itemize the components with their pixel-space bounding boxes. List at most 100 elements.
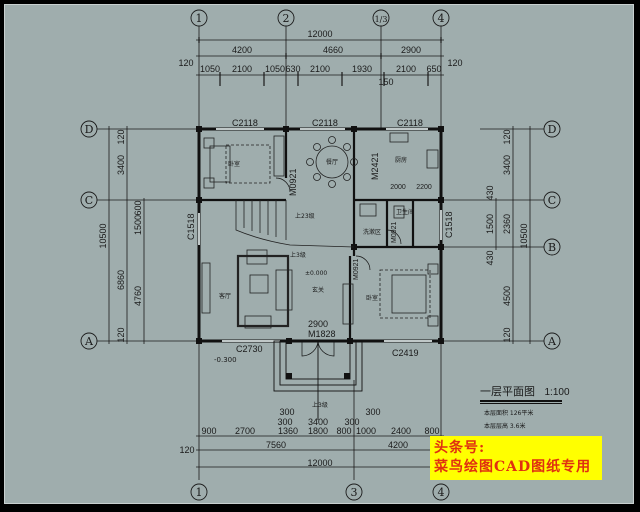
dim-top-d3: 1050 [265, 64, 285, 74]
room-label-foyer: 玄关 [312, 286, 324, 294]
door-label-3: M1828 [308, 329, 336, 339]
dim-top-150: 150 [378, 77, 393, 87]
dim-top-d4: 630 [285, 64, 300, 74]
dim-bot-mid-2: 4200 [388, 440, 408, 450]
watermark-banner: 头条号: 菜鸟绘图CAD图纸专用 [430, 436, 602, 480]
svg-text:C: C [548, 194, 556, 207]
axis-bubble-B-right [543, 238, 561, 256]
svg-text:A: A [547, 335, 557, 348]
porch-up-label: 上3级 [312, 401, 328, 409]
dim-bot-d5: 800 [336, 426, 351, 436]
dim-porch-1: 300 [279, 407, 294, 417]
dim-interior-2000: 2000 [390, 184, 406, 191]
dim-bot-d2: 2700 [235, 426, 255, 436]
window-label-5: C1518 [444, 211, 454, 238]
dim-top-d8: 650 [426, 64, 441, 74]
dim-interior-2900: 2900 [308, 319, 328, 329]
drawing-title-block: 一层平面图 1:100 本层面积 126平米 本层层高 3.6米 [480, 383, 570, 430]
svg-text:1: 1 [196, 486, 203, 499]
door-label-5: M0921 [353, 258, 360, 280]
dim-right-120b: 120 [502, 327, 512, 342]
title-underline-thin [480, 403, 562, 404]
dim-top-d7: 2100 [396, 64, 416, 74]
outside-level-label: -0.300 [214, 356, 237, 364]
window-label-3: C2118 [397, 118, 423, 128]
dim-left-120a: 120 [116, 129, 126, 144]
floor-level-label: ±0.000 [305, 270, 327, 277]
dim-bot-total: 12000 [307, 458, 332, 468]
dim-top-mid-3: 2900 [401, 45, 421, 55]
dim-left-3400: 3400 [116, 155, 126, 175]
dim-top-total: 12000 [307, 29, 332, 39]
dim-bot-d4: 1800 [308, 426, 328, 436]
window-label-1: C2118 [232, 118, 258, 128]
axis-bubble-C-left [80, 191, 98, 209]
room-label-wash-area: 洗漱区 [363, 228, 381, 236]
drawing-title: 一层平面图 [480, 385, 535, 398]
dim-porch-4: 300 [344, 417, 359, 427]
dim-bot-d6: 1000 [356, 426, 376, 436]
drawing-scale: 1:100 [544, 387, 570, 398]
dim-right-3400: 3400 [502, 155, 512, 175]
dim-bot-d7: 2400 [391, 426, 411, 436]
room-label-dining: 餐厅 [326, 158, 338, 166]
dim-porch-5: 300 [365, 407, 380, 417]
stair-up3-label: 上3级 [290, 251, 306, 259]
dim-top-mid-2: 4660 [323, 45, 343, 55]
dim-left-4760: 4760 [133, 286, 143, 306]
svg-text:B: B [548, 241, 556, 254]
dim-right-total: 10500 [519, 223, 529, 248]
axis-bubble-4-bottom [432, 483, 450, 501]
window-label-7: C2419 [392, 348, 419, 358]
door-label-2: M2421 [370, 152, 380, 180]
area-note: 本层面积 126平米 [484, 410, 534, 417]
dim-porch-2: 300 [277, 417, 292, 427]
room-label-bedroom-south: 卧室 [366, 294, 378, 302]
dim-left-total: 10500 [98, 223, 108, 248]
dim-interior-2200: 2200 [416, 184, 432, 191]
dim-porch-3: 3400 [308, 417, 328, 427]
stair-up-label: 上23级 [295, 212, 315, 220]
svg-text:2: 2 [283, 12, 290, 25]
svg-text:C: C [85, 194, 93, 207]
axis-bubble-4 [432, 9, 450, 27]
door-label-4: M0921 [391, 221, 398, 243]
dim-bot-d8: 800 [424, 426, 439, 436]
dim-top-d1: 1050 [200, 64, 220, 74]
dim-left-600: 600 [133, 200, 143, 215]
dim-bot-d1: 900 [201, 426, 216, 436]
axis-bubble-D-right [543, 120, 561, 138]
window-label-6: C2730 [236, 344, 263, 354]
svg-text:1: 1 [196, 12, 203, 25]
room-label-living-room: 客厅 [219, 292, 231, 300]
watermark-line-2: 菜鸟绘图CAD图纸专用 [434, 459, 592, 475]
dim-right-4500: 4500 [502, 286, 512, 306]
svg-text:1/3: 1/3 [375, 15, 388, 24]
dim-right-120a: 120 [502, 129, 512, 144]
window-label-4: C1518 [186, 213, 196, 240]
dim-left-6860: 6860 [116, 270, 126, 290]
dim-top-d2: 2100 [232, 64, 252, 74]
axis-bubble-1-3 [372, 9, 390, 27]
svg-text:A: A [84, 335, 94, 348]
dim-top-d5: 2100 [310, 64, 330, 74]
axis-bubble-1 [190, 9, 208, 27]
room-label-bathroom: 卫生间 [396, 208, 414, 216]
room-label-kitchen: 厨房 [395, 156, 407, 164]
svg-text:D: D [548, 123, 557, 136]
dim-right-1500: 1500 [485, 214, 495, 234]
dim-left-1500: 1500 [133, 215, 143, 235]
dim-left-120b: 120 [116, 327, 126, 342]
dim-bot-side: 120 [179, 445, 194, 455]
svg-text:3: 3 [351, 486, 358, 499]
dim-bot-mid-1: 7560 [266, 440, 286, 450]
axis-bubble-2 [277, 9, 295, 27]
window-label-2: C2118 [312, 118, 338, 128]
door-label-1: M0921 [288, 168, 298, 196]
dim-top-d6: 1930 [352, 64, 372, 74]
axis-bubble-C-right [543, 191, 561, 209]
dim-top-mid-1: 4200 [232, 45, 252, 55]
axis-bubble-D-left [80, 120, 98, 138]
axis-bubble-A-right [543, 332, 561, 350]
